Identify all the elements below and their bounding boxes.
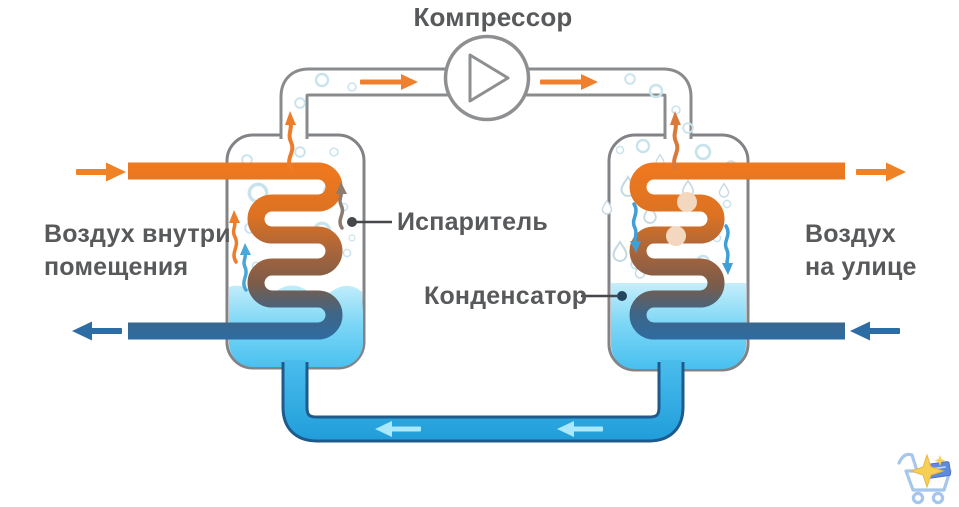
air-inside-label: Воздух внутри помещения [44,218,231,284]
rising-heat-arrow [285,111,296,170]
air-outside-line1: Воздух [805,220,896,248]
air-outside-line2: на улице [805,253,917,281]
rising-heat-arrow-right [670,111,681,170]
condenser-label: Конденсатор [424,282,588,310]
hot-air-out-arrow [856,162,906,182]
cold-outside-squiggle [630,202,641,253]
cool-air-squiggle [240,243,251,292]
warm-air-in-arrow [76,162,126,182]
compressor-icon [443,34,531,122]
warm-air-squiggle [229,210,240,264]
condensate-beads [666,192,697,246]
condenser-leader [581,291,627,301]
cold-air-out-arrow [72,321,122,341]
air-inside-line1: Воздух внутри [44,220,231,248]
play-triangle-icon [468,53,510,103]
bottom-pipe [281,360,685,443]
air-inside-line2: помещения [44,253,189,281]
evaporator-coil [128,162,343,340]
vapour-squiggle [336,182,347,230]
outside-air-in-arrow [850,321,900,341]
star-icon [909,453,945,489]
evaporator-leader [347,217,392,227]
cold-outside-squiggle [722,224,733,275]
compressor-label: Компрессор [413,2,573,32]
air-outside-label: Воздух на улице [805,218,917,284]
shop-cart-logo-icon [897,452,952,505]
evaporator-label: Испаритель [397,208,548,236]
condenser-coil [629,162,845,340]
